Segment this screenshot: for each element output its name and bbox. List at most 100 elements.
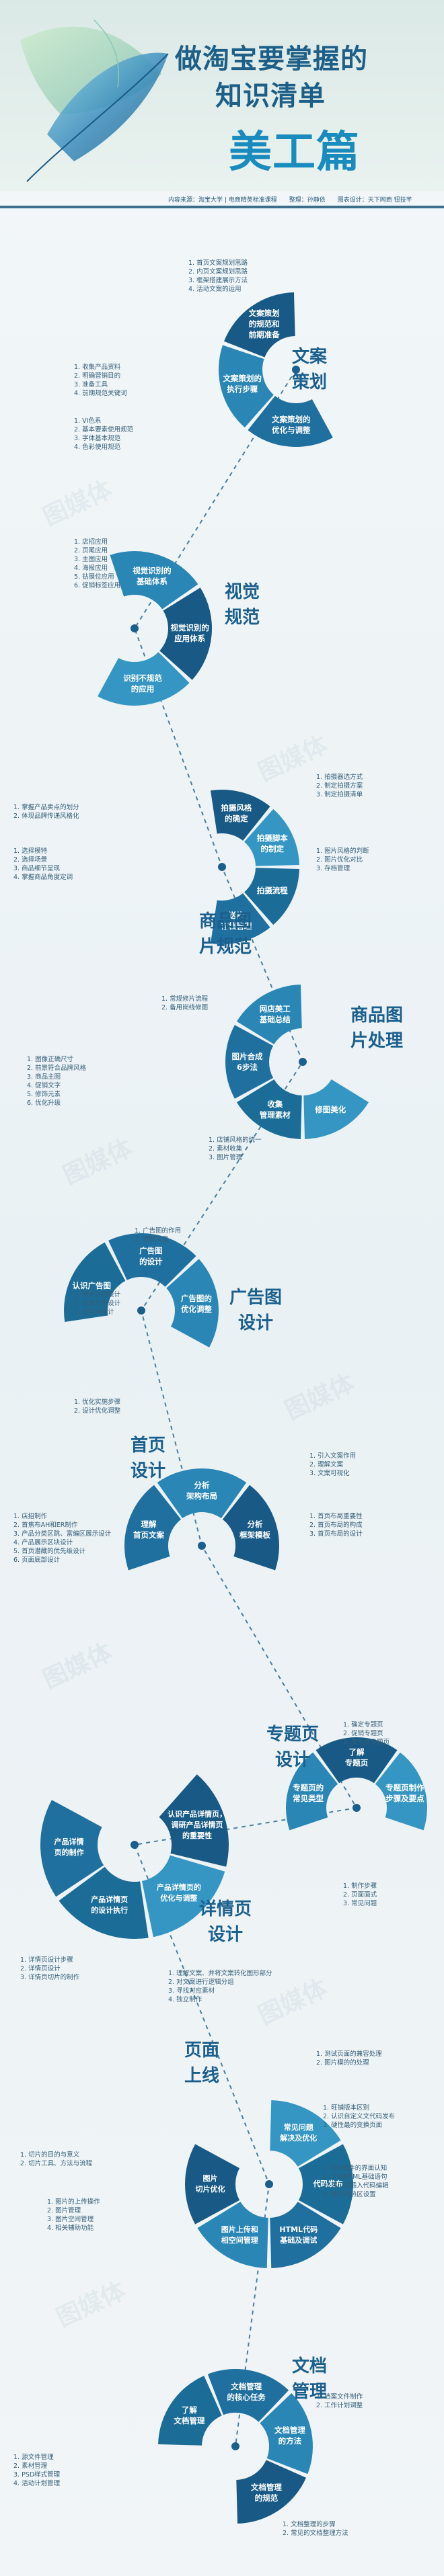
note-item: 3. 钻展图设计	[74, 1308, 114, 1316]
note-item: 2. 认识自定义文代码发布	[323, 2113, 396, 2120]
segment-label: 广告图 的设计	[139, 1245, 163, 1266]
note-item: 4. 海报应用	[74, 565, 108, 572]
feather-illustration	[20, 19, 169, 182]
segment-label: 了解 文档管理	[174, 2405, 205, 2426]
note-item: 2. 素材管理	[13, 2462, 48, 2470]
note-item: 2. 促销专题页	[343, 1730, 383, 1737]
note-item: 1. 旺铺版本区别	[323, 2104, 370, 2112]
note-item: 2. 页尾应用	[74, 547, 108, 554]
header-line3: 美工篇	[229, 128, 360, 177]
note-item: 1. 店招应用	[74, 538, 108, 546]
note-item: 2. 页面面式	[343, 1891, 377, 1899]
note-item: 3. PSD样式管理	[13, 2471, 61, 2479]
note-item: 2. 选择场景	[13, 856, 48, 864]
note-item: 2. 直通车图设计	[74, 1300, 121, 1307]
section-title: 文案 策划	[291, 347, 327, 392]
note-item: 1. 切片的目的与意义	[20, 2151, 80, 2159]
segment-label: 认识广告图	[72, 1280, 112, 1290]
segment-label: 专题页的 常见类型	[293, 1783, 324, 1804]
segment-label: 专题页制作 步骤及要点	[385, 1783, 424, 1804]
segment-label: 了解 专题页	[344, 1747, 369, 1768]
note-item: 1. 预估主图设计	[74, 1291, 121, 1298]
note-item: 2. 体现品牌传递风格化	[13, 813, 79, 820]
note-item: 1. 收集产品资料	[74, 364, 121, 371]
section-title: 文档 管理	[291, 2356, 327, 2402]
note-item: 4. 图片的热区设置	[323, 2191, 376, 2198]
segment-label: 分析 框架模板	[239, 1520, 271, 1540]
note-item: 1. 首页布局重要性	[309, 1513, 363, 1520]
segment-label: 文档管理 的方法	[274, 2425, 305, 2446]
segment-label: HTML代码 基础及调试	[279, 2225, 318, 2245]
header-line1: 做淘宝要掌握的	[175, 44, 368, 75]
section-title: 商品图 片处理	[350, 1005, 403, 1051]
segment-label: 拍摄脚本 的制定	[256, 833, 288, 854]
note-item: 1. 图片的上传操作	[47, 2198, 100, 2206]
note-item: 3. 框架搭建展示方法	[188, 277, 248, 284]
note-item: 3. 商品主图	[27, 1073, 61, 1081]
segment-label: 拍摄风格 的确定	[221, 803, 252, 824]
note-item: 6. 优化升级	[27, 1099, 61, 1107]
note-item: 4. 促销文字	[27, 1082, 61, 1089]
note-item: 2. 明确营销目的	[74, 372, 121, 380]
note-item: 2. 基本要素使用规范	[74, 426, 134, 433]
note-item: 6. 促销标签应用	[74, 582, 121, 589]
note-item: 1. 引入文案作用	[309, 1452, 357, 1460]
segment-label: 分析 架构布局	[186, 1480, 217, 1501]
note-item: 3. 文案可视化	[309, 1470, 350, 1477]
segment-label: 视觉识别的 应用体系	[170, 623, 209, 644]
segment-label: 图片合成 6步法	[231, 1052, 263, 1072]
note-item: 1. 图像正确尺寸	[27, 1056, 74, 1063]
section-title: 专题页 设计	[266, 1725, 319, 1770]
note-item: 1. 图片风格的判断	[316, 847, 369, 855]
note-item: 1. 店铺风格的统一	[209, 1136, 262, 1144]
note-item: 3. 产品分类区跳、富编区展示设计	[13, 1530, 112, 1538]
segment-label: 网店美工 基础总结	[259, 1003, 291, 1024]
note-item: 1. 确定专题页	[343, 1721, 383, 1729]
header-line2: 知识清单	[215, 81, 326, 112]
note-item: 3. 制定拍摄清单	[316, 791, 363, 798]
note-item: 2. 了解HTML基础语句	[323, 2173, 387, 2181]
segment-label: 修图美化	[315, 1105, 346, 1115]
note-item: 1. 首页文案规划思路	[188, 259, 248, 267]
note-item: 3. 图片空间管理	[47, 2216, 94, 2223]
note-item: 3. 详情页切片的制作	[20, 1974, 80, 1981]
note-item: 2. 内页文案规划思路	[188, 268, 248, 276]
note-item: 1. 拍摄器选方式	[316, 774, 363, 781]
note-item: 4. 相关辅助功能	[47, 2225, 94, 2232]
header-divider	[0, 206, 444, 208]
note-item: 2. 制定拍摄方案	[316, 782, 363, 790]
note-item: 4. 产品展示区块设计	[13, 1539, 73, 1546]
note-item: 2. 常见的文档整理方法	[283, 2530, 348, 2537]
section-title: 首页 设计	[130, 1436, 165, 1481]
note-item: 2. 设计优化调整	[74, 1407, 121, 1415]
segment-label: 识别不规范 的应用	[123, 673, 162, 694]
note-item: 1. 测试页面的兼容处理	[316, 2050, 382, 2058]
note-item: 3. 交互型专题页	[343, 1739, 390, 1746]
note-item: 4. 掌握商品角度定调	[13, 874, 73, 881]
note-item: 1. 常规修片流程	[161, 995, 209, 1003]
note-item: 4. 独立制作	[168, 1996, 202, 2003]
note-item: 1. 源文件管理	[13, 2454, 54, 2461]
segment-label: 文案策划的 执行步骤	[223, 374, 262, 394]
segment-label: 认识产品详情页， 调研产品详情页 的重要性	[167, 1809, 227, 1840]
note-item: 3. 硬性最的变换页面	[323, 2122, 383, 2129]
note-item: 1. 详情页设计步骤	[20, 1956, 73, 1964]
note-item: 3. 寻找对应素材	[168, 1987, 215, 1995]
note-item: 2. 详情页设计	[20, 1965, 61, 1972]
note-item: 5. 首页潜藏的优先级设计	[13, 1548, 86, 1555]
segment-label: 产品详情页 的设计执行	[91, 1895, 128, 1915]
